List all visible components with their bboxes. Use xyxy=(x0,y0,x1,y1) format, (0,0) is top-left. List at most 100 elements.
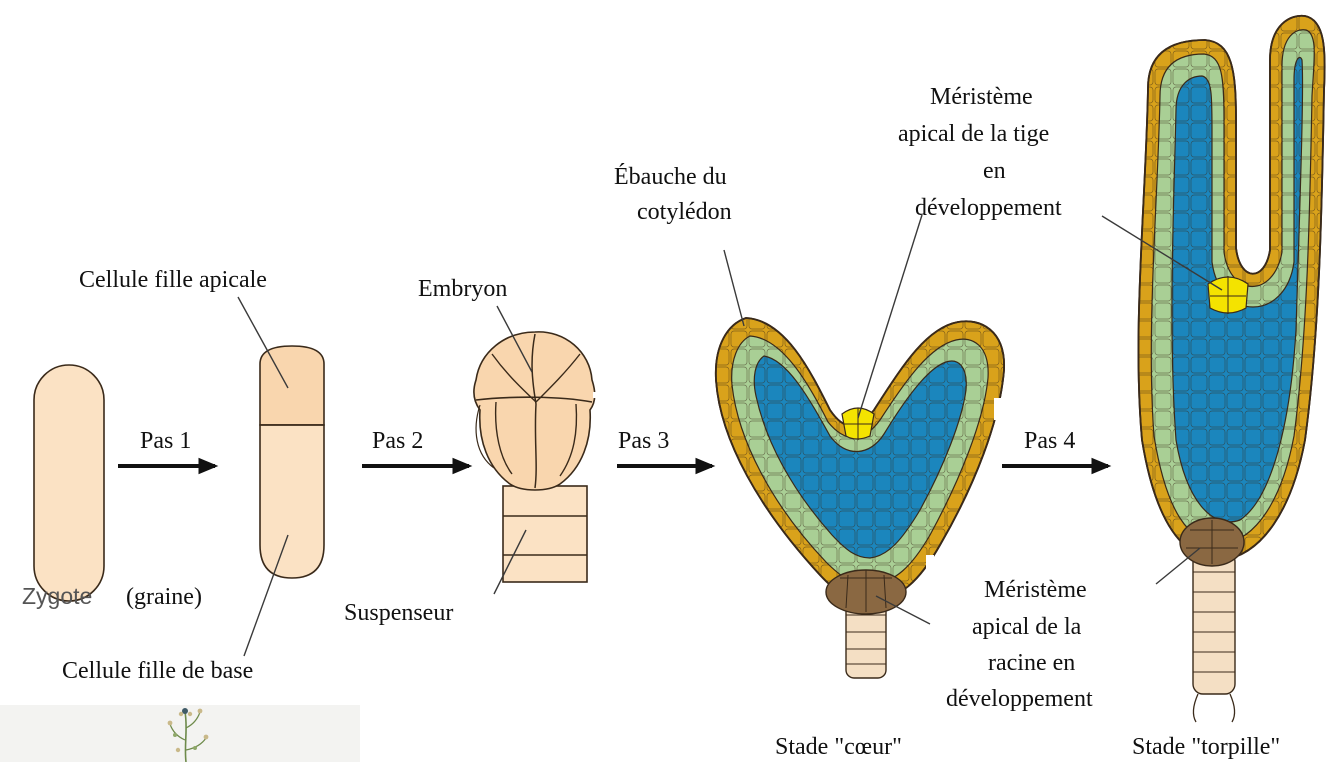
tissue-cell xyxy=(821,529,837,545)
tissue-cell xyxy=(965,475,981,491)
plant-thumbnail xyxy=(0,705,360,762)
tissue-cell xyxy=(1137,519,1153,535)
tissue-cell xyxy=(929,313,945,329)
tissue-cell xyxy=(1317,393,1326,409)
tissue-cell xyxy=(803,331,819,347)
tissue-cell xyxy=(749,583,765,599)
tissue-cell xyxy=(1001,313,1017,329)
tissue-cell xyxy=(911,457,927,473)
cotyledon-leader xyxy=(724,250,744,326)
tissue-cell xyxy=(731,511,747,527)
tissue-cell xyxy=(875,457,891,473)
tissue-cell xyxy=(1317,339,1326,355)
tissue-cell xyxy=(749,529,765,545)
tissue-cell xyxy=(929,439,945,455)
step-4-label: Pas 4 xyxy=(1024,428,1075,454)
tissue-cell xyxy=(965,349,981,365)
tissue-cell xyxy=(821,475,837,491)
tissue-cell xyxy=(965,511,981,527)
tissue-cell xyxy=(929,367,945,383)
tissue-cell xyxy=(857,385,873,401)
tissue-cell xyxy=(1299,519,1315,535)
tissue-cell xyxy=(1001,385,1017,401)
tissue-cell xyxy=(893,439,909,455)
tissue-cell xyxy=(893,403,909,419)
tissue-cell xyxy=(785,475,801,491)
two-cell-embryo xyxy=(260,346,324,578)
tissue-cell xyxy=(947,349,963,365)
tissue-cell xyxy=(749,565,765,581)
heart-root-meristem xyxy=(826,570,906,614)
tissue-cell xyxy=(1317,303,1326,319)
tissue-cell xyxy=(929,331,945,347)
tissue-cell xyxy=(893,457,909,473)
tissue-cell xyxy=(1173,15,1189,31)
tissue-cell xyxy=(803,583,819,599)
tissue-cell xyxy=(1155,555,1171,571)
tissue-cell xyxy=(749,457,765,473)
tissue-cell xyxy=(1245,195,1261,211)
tissue-cell xyxy=(749,349,765,365)
tissue-cell xyxy=(767,349,783,365)
tissue-cell xyxy=(767,547,783,563)
tissue-cell xyxy=(839,529,855,545)
tissue-cell xyxy=(1245,69,1261,85)
tissue-cell xyxy=(767,439,783,455)
root-meristem-label-line-4: développement xyxy=(946,686,1093,712)
tissue-cell xyxy=(857,493,873,509)
tissue-cell xyxy=(1209,15,1225,31)
tissue-cell xyxy=(767,493,783,509)
tissue-cell xyxy=(839,313,855,329)
tissue-cell xyxy=(983,547,999,563)
tissue-cell xyxy=(767,529,783,545)
tissue-cell xyxy=(947,583,963,599)
tissue-cell xyxy=(821,367,837,383)
cotyledon-label-line-1: Ébauche du xyxy=(614,164,727,190)
apical-daughter-label: Cellule fille apicale xyxy=(79,267,267,293)
tissue-cell xyxy=(875,367,891,383)
tissue-cell xyxy=(929,583,945,599)
tissue-cell xyxy=(1137,15,1153,31)
tissue-cell xyxy=(983,493,999,509)
tissue-cell xyxy=(893,511,909,527)
shoot-meristem-label-line-2: apical de la tige xyxy=(898,121,1049,147)
tissue-cell xyxy=(929,601,945,617)
tissue-cell xyxy=(911,601,927,617)
tissue-cell xyxy=(893,529,909,545)
tissue-cell xyxy=(929,457,945,473)
tissue-cell xyxy=(839,385,855,401)
tissue-cell xyxy=(1317,429,1326,445)
tissue-cell xyxy=(1245,249,1261,265)
tissue-cell xyxy=(947,403,963,419)
tissue-cell xyxy=(1317,465,1326,481)
tissue-cell xyxy=(785,439,801,455)
tissue-cell xyxy=(1001,439,1017,455)
tissue-cell xyxy=(767,583,783,599)
tissue-cell xyxy=(857,511,873,527)
tissue-cell xyxy=(803,529,819,545)
tissue-cell xyxy=(1245,33,1261,49)
tissue-cell xyxy=(1263,15,1279,31)
tissue-cell xyxy=(1245,555,1261,571)
tissue-cell xyxy=(911,547,927,563)
tissue-cell xyxy=(803,493,819,509)
tissue-cell xyxy=(965,385,981,401)
tissue-cell xyxy=(731,547,747,563)
tissue-cell xyxy=(713,439,729,455)
tissue-cell xyxy=(1281,555,1297,571)
tissue-cell xyxy=(929,349,945,365)
tissue-cell xyxy=(947,475,963,491)
tissue-cell xyxy=(731,583,747,599)
tissue-cell xyxy=(911,529,927,545)
tissue-cell xyxy=(911,403,927,419)
tissue-cell xyxy=(857,349,873,365)
tissue-cell xyxy=(749,601,765,617)
tissue-cell xyxy=(875,547,891,563)
tissue-cell xyxy=(1001,493,1017,509)
tissue-cell xyxy=(893,475,909,491)
tissue-cell xyxy=(785,367,801,383)
tissue-cell xyxy=(965,583,981,599)
tissue-cell xyxy=(893,547,909,563)
tissue-cell xyxy=(965,331,981,347)
